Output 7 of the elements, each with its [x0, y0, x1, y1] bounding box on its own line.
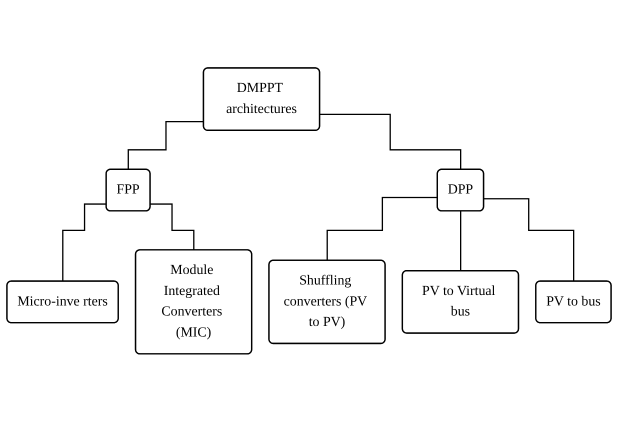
connector	[320, 114, 462, 170]
connector	[326, 196, 438, 262]
connector	[484, 198, 574, 282]
connector	[460, 210, 462, 272]
connector	[62, 204, 107, 282]
connector	[150, 204, 195, 252]
connector	[128, 121, 204, 170]
